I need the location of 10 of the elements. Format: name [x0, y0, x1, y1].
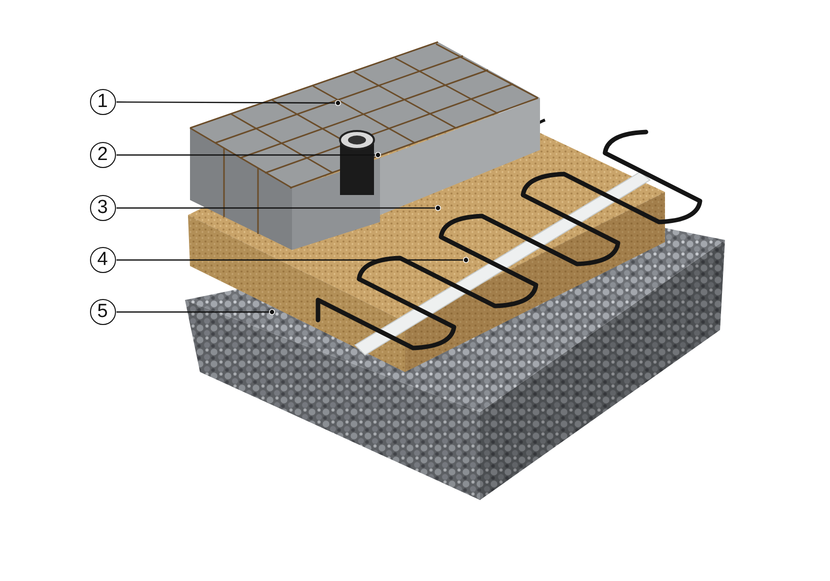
callout-number: 4 — [90, 246, 116, 272]
leader-line — [116, 205, 441, 211]
callout-number: 2 — [90, 142, 116, 168]
leader-line — [116, 100, 341, 106]
leader-line — [116, 309, 275, 315]
leader-line — [116, 152, 381, 158]
callout-number: 5 — [90, 298, 116, 324]
leader-line — [116, 257, 469, 263]
callout-number: 3 — [90, 194, 116, 220]
callout-number: 1 — [90, 88, 116, 114]
